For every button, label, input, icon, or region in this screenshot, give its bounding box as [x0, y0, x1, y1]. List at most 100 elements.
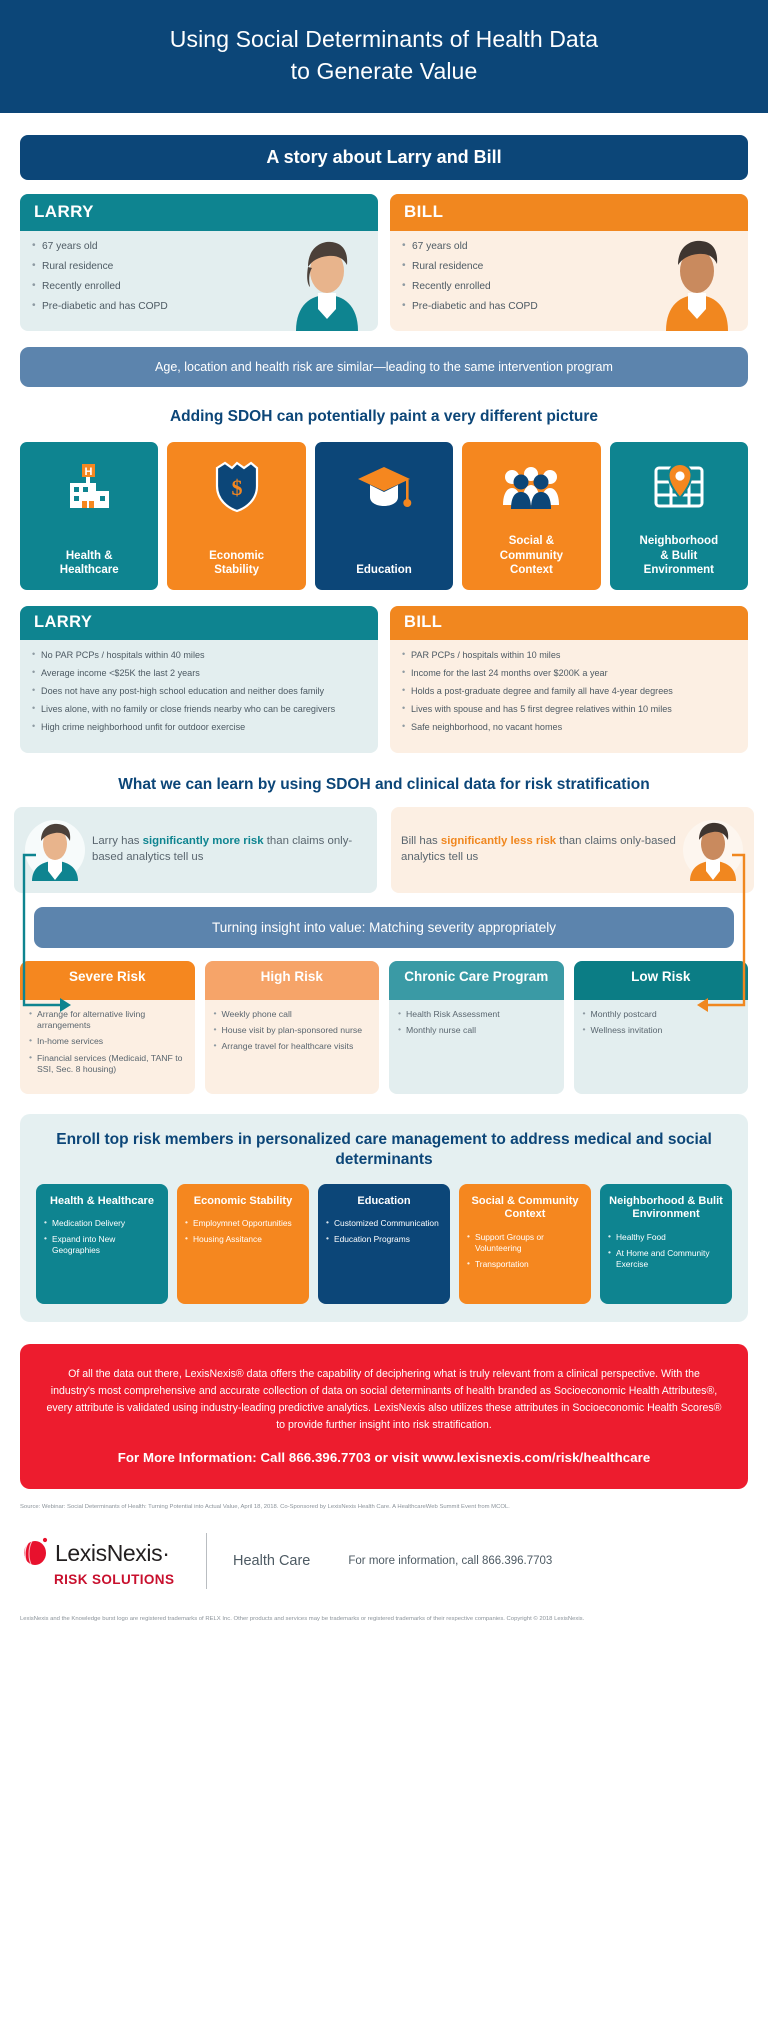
detail-card-bill: BILL PAR PCPs / hospitals within 10 mile…	[390, 605, 748, 753]
risk-stratification-zone: Larry has significantly more risk than c…	[0, 806, 768, 1095]
risk-card-low-risk-items: Monthly postcard Wellness invitation	[574, 1000, 749, 1092]
cta-body: Of all the data out there, LexisNexis® d…	[46, 1367, 722, 1432]
sdoh-card-education: Education	[314, 441, 454, 590]
detail-card-bill-name: BILL	[390, 605, 748, 640]
list-item: Lives alone, with no family or close fri…	[32, 702, 366, 715]
page-title-line-2: to Generate Value	[290, 57, 478, 84]
risk-card-severe-risk: Severe Risk Arrange for alternative livi…	[20, 960, 195, 1095]
list-item: Education Programs	[326, 1233, 442, 1245]
legal-notice: LexisNexis and the Knowledge burst logo …	[20, 1616, 585, 1623]
sdoh-card-neighborhood-label: Neighborhood & Bulit Environment	[639, 535, 719, 577]
footer-divider	[206, 1533, 207, 1590]
lexisnexis-wordmark: LexisNexis·	[55, 1539, 170, 1566]
list-item: Safe neighborhood, no vacant homes	[402, 720, 736, 733]
quote-card-larry: Larry has significantly more risk than c…	[14, 806, 377, 893]
enroll-panel-title: Enroll top risk members in personalized …	[56, 1131, 712, 1169]
sdoh-card-health-healthcare: H Health & Healthcare	[20, 441, 159, 590]
detail-card-row: LARRY No PAR PCPs / hospitals within 40 …	[20, 605, 748, 753]
sdoh-card-health-healthcare-label: Health & Healthcare	[59, 549, 119, 577]
list-item: Recently enrolled	[402, 279, 736, 293]
list-item: Pre-diabetic and has COPD	[32, 299, 366, 313]
sdoh-card-neighborhood: Neighborhood & Bulit Environment	[609, 441, 749, 590]
story-banner: A story about Larry and Bill	[20, 135, 748, 181]
svg-text:H: H	[85, 466, 93, 478]
list-item: Arrange for alternative living arrangeme…	[29, 1008, 186, 1032]
list-item: Support Groups or Volunteering	[467, 1231, 583, 1254]
list-item: Lives with spouse and has 5 first degree…	[402, 702, 736, 715]
enroll-card-health-healthcare-title: Health & Healthcare	[50, 1194, 154, 1207]
sdoh-card-social-community-label: Social & Community Context	[499, 535, 564, 577]
list-item: No PAR PCPs / hospitals within 40 miles	[32, 648, 366, 661]
list-item: Transportation	[467, 1258, 583, 1270]
enroll-card-health-healthcare-items: Medication Delivery Expand into New Geog…	[44, 1217, 160, 1256]
list-item: Health Risk Assessment	[398, 1008, 555, 1020]
list-item: Monthly nurse call	[398, 1024, 555, 1036]
detail-card-bill-items: PAR PCPs / hospitals within 10 miles Inc…	[390, 640, 748, 753]
enroll-card-neighborhood-built-environment-items: Healthy Food At Home and Community Exerc…	[608, 1231, 724, 1270]
people-group-icon	[502, 456, 560, 518]
enroll-card-neighborhood-built-environment: Neighborhood & Bulit Environment Healthy…	[600, 1183, 732, 1304]
graduation-cap-icon	[356, 456, 412, 518]
cta-call-to-action[interactable]: For More Information: Call 866.396.7703 …	[117, 1450, 651, 1466]
footer-contact: For more information, call 866.396.7703	[348, 1555, 553, 1568]
enroll-card-social-community-context-title: Social & Community Context	[471, 1194, 579, 1221]
sdoh-card-economic-stability-label: Economic Stability	[209, 549, 265, 577]
shield-dollar-icon: $	[213, 456, 261, 518]
person-card-larry-name: LARRY	[20, 194, 378, 232]
risk-card-chronic-care-program-items: Health Risk Assessment Monthly nurse cal…	[389, 1000, 564, 1092]
detail-card-larry: LARRY No PAR PCPs / hospitals within 40 …	[20, 605, 378, 753]
list-item: Rural residence	[402, 259, 736, 273]
cta-panel: Of all the data out there, LexisNexis® d…	[20, 1343, 748, 1490]
list-item: 67 years old	[32, 239, 366, 253]
list-item: Monthly postcard	[583, 1008, 740, 1020]
enroll-card-neighborhood-built-environment-title: Neighborhood & Bulit Environment	[609, 1194, 723, 1221]
similarity-banner: Age, location and health risk are simila…	[20, 347, 748, 388]
list-item: Wellness invitation	[583, 1024, 740, 1036]
sdoh-card-social-community: Social & Community Context	[462, 441, 601, 590]
enroll-card-social-community-context: Social & Community Context Support Group…	[459, 1183, 591, 1304]
list-item: 67 years old	[402, 239, 736, 253]
enroll-card-social-community-context-items: Support Groups or Volunteering Transport…	[467, 1231, 583, 1270]
insight-banner: Turning insight into value: Matching sev…	[34, 906, 734, 948]
list-item: Housing Assitance	[185, 1233, 301, 1245]
list-item: Pre-diabetic and has COPD	[402, 299, 736, 313]
enroll-card-education: Education Customized Communication Educa…	[318, 1183, 450, 1304]
quote-card-larry-text: Larry has significantly more risk than c…	[92, 835, 353, 863]
person-card-bill-facts: 67 years old Rural residence Recently en…	[402, 239, 736, 313]
list-item: High crime neighborhood unfit for outdoo…	[32, 720, 366, 733]
sdoh-card-economic-stability: $ Economic Stability	[167, 441, 306, 590]
enroll-card-economic-stability-items: Employmnet Opportunities Housing Assitan…	[185, 1217, 301, 1245]
risk-card-severe-risk-items: Arrange for alternative living arrangeme…	[20, 1000, 195, 1095]
sdoh-section-title: Adding SDOH can potentially paint a very…	[169, 408, 599, 426]
detail-card-larry-name: LARRY	[20, 605, 378, 640]
list-item: Expand into New Geographies	[44, 1233, 160, 1256]
avatar-larry-small	[24, 819, 86, 881]
sdoh-card-education-label: Education	[356, 564, 412, 577]
lexisnexis-tagline: RISK SOLUTIONS	[54, 1571, 175, 1587]
risk-card-chronic-care-program-title: Chronic Care Program	[389, 960, 564, 1000]
risk-level-card-row: Severe Risk Arrange for alternative livi…	[0, 960, 768, 1095]
list-item: Rural residence	[32, 259, 366, 273]
list-item: At Home and Community Exercise	[608, 1247, 724, 1270]
risk-card-low-risk: Low Risk Monthly postcard Wellness invit…	[573, 960, 749, 1095]
page-header: Using Social Determinants of Health Data…	[0, 0, 768, 114]
list-item: Does not have any post-high school educa…	[32, 684, 366, 697]
risk-card-high-risk-title: High Risk	[204, 960, 379, 1000]
list-item: Healthy Food	[608, 1231, 724, 1243]
quote-card-bill-text: Bill has significantly less risk than cl…	[401, 835, 676, 863]
page-title-line-1: Using Social Determinants of Health Data	[169, 26, 599, 52]
risk-card-high-risk-items: Weekly phone call House visit by plan-sp…	[205, 1000, 380, 1092]
page-footer: LexisNexis· RISK SOLUTIONS Health Care F…	[20, 1533, 748, 1590]
person-card-larry-facts: 67 years old Rural residence Recently en…	[32, 239, 366, 313]
risk-card-severe-risk-title: Severe Risk	[20, 960, 195, 1000]
enroll-panel: Enroll top risk members in personalized …	[20, 1114, 748, 1322]
page-title: Using Social Determinants of Health Data…	[20, 24, 748, 87]
sdoh-domain-row: H Health & Healthcare	[20, 441, 749, 590]
avatar-bill-small	[682, 819, 744, 881]
enroll-card-row: Health & Healthcare Medication Delivery …	[36, 1183, 732, 1304]
hospital-icon: H	[62, 456, 116, 518]
lexisnexis-logo: LexisNexis· RISK SOLUTIONS	[20, 1536, 196, 1587]
risk-card-high-risk: High Risk Weekly phone call House visit …	[204, 960, 380, 1095]
list-item: Customized Communication	[326, 1217, 442, 1229]
footer-division-name: Health Care	[233, 1553, 311, 1570]
